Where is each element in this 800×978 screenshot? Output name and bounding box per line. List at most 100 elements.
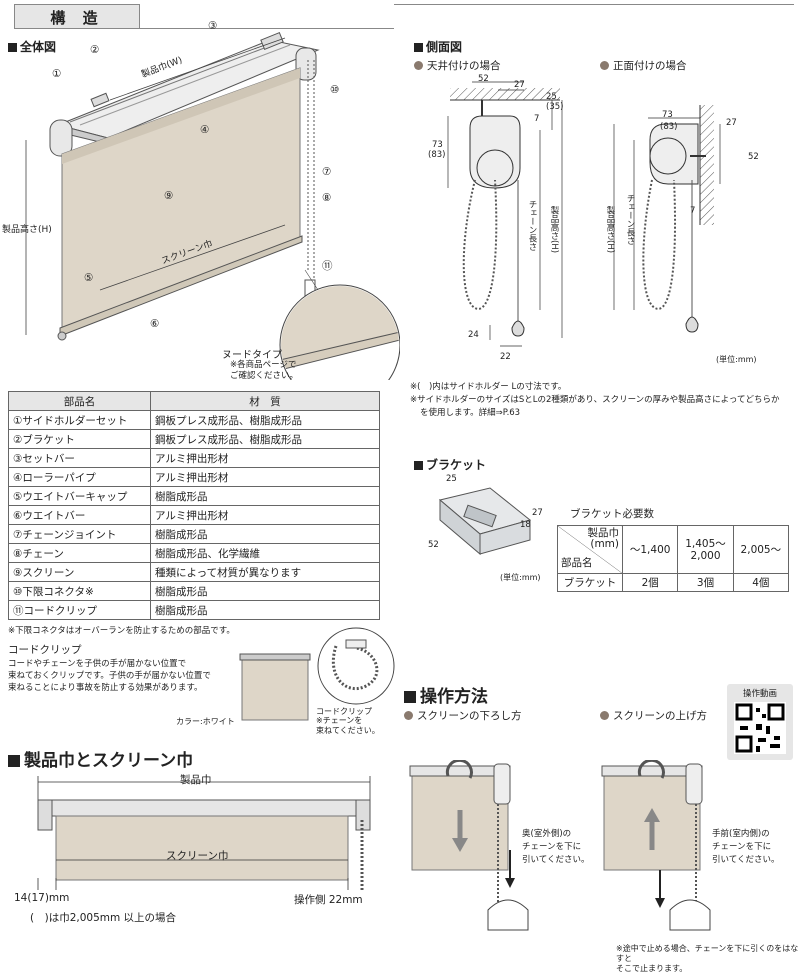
bracket-unit: (単位:mm): [500, 573, 541, 582]
label-n8: ⑧: [322, 192, 332, 204]
nude-note: ※各商品ページで ご確認ください。: [230, 360, 299, 381]
side-view-diagram: [447, 81, 721, 347]
bullet-icon: [600, 711, 609, 720]
ceil-d83: (83): [428, 150, 446, 160]
table-row: ブラケット 2個 3個 4個: [557, 573, 790, 592]
label-n6: ⑥: [150, 318, 160, 330]
part-name: ⑥ウエイトバー: [8, 505, 151, 525]
part-name: ⑦チェーンジョイント: [8, 524, 151, 544]
table-row: ①サイドホルダーセット鋼板プレス成形品、樹脂成形品: [8, 410, 380, 430]
part-name: ⑧チェーン: [8, 543, 151, 563]
req-value: 2個: [621, 573, 679, 592]
screen-width-label: スクリーン巾: [166, 850, 229, 862]
part-name: ⑪コードクリップ: [8, 600, 151, 620]
table-row: ⑩下限コネクタ※樹脂成形品: [8, 581, 380, 601]
op-down-drawing: [409, 760, 529, 931]
bracket-req-title: ブラケット必要数: [570, 508, 654, 520]
table-row: ②ブラケット鋼板プレス成形品、樹脂成形品: [8, 429, 380, 449]
bullet-icon: [404, 711, 413, 720]
ceil-d27: 27: [514, 80, 525, 90]
cordclip-desc2: 束ねておくクリップです。子供の手が届かない位置で: [8, 671, 211, 681]
table-row: ⑤ウエイトバーキャップ樹脂成形品: [8, 486, 380, 506]
bullet-icon: [414, 61, 423, 70]
ceiling-label: 天井付けの場合: [414, 58, 501, 73]
req-row-label: ブラケット: [557, 573, 623, 592]
ceil-d25: 25: [546, 92, 557, 102]
side-note1: ※( )内はサイドホルダー Lの寸法です。: [410, 382, 567, 392]
part-name: ④ローラーパイプ: [8, 467, 151, 487]
width-section-title: 製品巾とスクリーン巾: [8, 746, 193, 771]
label-n2: ②: [90, 44, 100, 56]
parts-note: ※下限コネクタはオーバーランを防止するための部品です。: [8, 626, 235, 636]
cordclip-label: コードクリップ: [316, 707, 372, 716]
cordclip-color: カラー:ホワイト: [176, 717, 235, 726]
part-name: ⑤ウエイトバーキャップ: [8, 486, 151, 506]
req-col: 2,005〜: [732, 525, 790, 574]
label-n11: ⑪: [322, 260, 333, 272]
left-dim: 14(17)mm: [14, 892, 70, 904]
parts-header-material: 材 質: [150, 391, 380, 411]
bracket-req-table: 製品巾 (mm) 部品名 〜1,400 1,405〜 2,000 2,005〜 …: [557, 525, 790, 592]
req-value: 3個: [677, 573, 734, 592]
bracket-title: ブラケット: [414, 456, 486, 473]
overview-title: 全体図: [8, 38, 56, 55]
front-label: 正面付けの場合: [600, 58, 687, 73]
part-name: ③セットバー: [8, 448, 151, 468]
width-diagram: [37, 776, 371, 890]
parts-header-row: 部品名 材 質: [8, 391, 380, 411]
table-row: 製品巾 (mm) 部品名 〜1,400 1,405〜 2,000 2,005〜: [557, 525, 790, 574]
part-material: 樹脂成形品、化学繊維: [150, 543, 380, 563]
op-up-drawing: [601, 760, 711, 931]
label-n1: ①: [52, 68, 62, 80]
cordclip-desc1: コードやチェーンを子供の手が届かない位置で: [8, 659, 187, 669]
part-material: アルミ押出形材: [150, 448, 380, 468]
front-d7: 7: [690, 206, 696, 216]
part-material: 鋼板プレス成形品、樹脂成形品: [150, 429, 380, 449]
cordclip-note: ※チェーンを 束ねてください。: [316, 716, 380, 735]
table-row: ⑦チェーンジョイント樹脂成形品: [8, 524, 380, 544]
parts-table: 部品名 材 質 ①サイドホルダーセット鋼板プレス成形品、樹脂成形品 ②ブラケット…: [8, 391, 380, 620]
op-down-label: スクリーンの下ろし方: [404, 708, 521, 723]
part-material: 鋼板プレス成形品、樹脂成形品: [150, 410, 380, 430]
req-corner-bottom: 部品名: [561, 557, 593, 569]
ceil-d22: 22: [500, 352, 511, 362]
ceil-d7: 7: [534, 114, 540, 124]
op-down-desc: 奥(室外側)の チェーンを下に 引いてください。: [522, 829, 590, 865]
part-material: アルミ押出形材: [150, 467, 380, 487]
label-n4: ④: [200, 124, 210, 136]
parts-header-name: 部品名: [8, 391, 151, 411]
side-note2: ※サイドホルダーのサイズはSとLの2種類があり、スクリーンの厚みや製品高さによっ…: [410, 395, 780, 405]
cordclip-desc3: 束ねることにより事故を防止する効果があります。: [8, 683, 203, 693]
label-n3: ③: [208, 20, 218, 32]
bracket-d25: 25: [446, 474, 457, 484]
table-row: ⑨スクリーン種類によって材質が異なります: [8, 562, 380, 582]
label-height: 製品高さ(H): [2, 225, 52, 235]
part-name: ①サイドホルダーセット: [8, 410, 151, 430]
front-chain-len: チェーン長さ: [625, 194, 635, 245]
table-row: ③セットバーアルミ押出形材: [8, 448, 380, 468]
bracket-drawing: [438, 487, 532, 556]
part-name: ⑨スクリーン: [8, 562, 151, 582]
part-name: ⑩下限コネクタ※: [8, 581, 151, 601]
side-unit: (単位:mm): [716, 355, 757, 364]
label-n9: ⑨: [164, 190, 174, 202]
side-note3: を使用します。詳細⇒P.63: [420, 408, 521, 418]
right-dim: 操作側 22mm: [294, 894, 363, 906]
video-box[interactable]: 操作動画: [727, 684, 793, 760]
bracket-d52: 52: [428, 540, 439, 550]
cordclip-drawing: [239, 627, 395, 721]
overview-diagram: [25, 31, 400, 380]
qr-code-icon[interactable]: [734, 702, 786, 754]
section-title: 構 造: [14, 4, 140, 29]
ceil-d52: 52: [478, 74, 489, 84]
part-material: 樹脂成形品: [150, 524, 380, 544]
ceil-d35: (35): [546, 102, 564, 112]
front-d27: 27: [726, 118, 737, 128]
req-col: 〜1,400: [621, 525, 679, 574]
operation-title: 操作方法: [404, 682, 488, 707]
section-divider: [14, 28, 394, 29]
prod-width-label: 製品巾: [180, 774, 212, 786]
label-n5: ⑤: [84, 272, 94, 284]
ceil-d73: 73: [432, 140, 443, 150]
req-corner-top: 製品巾 (mm): [587, 527, 620, 550]
